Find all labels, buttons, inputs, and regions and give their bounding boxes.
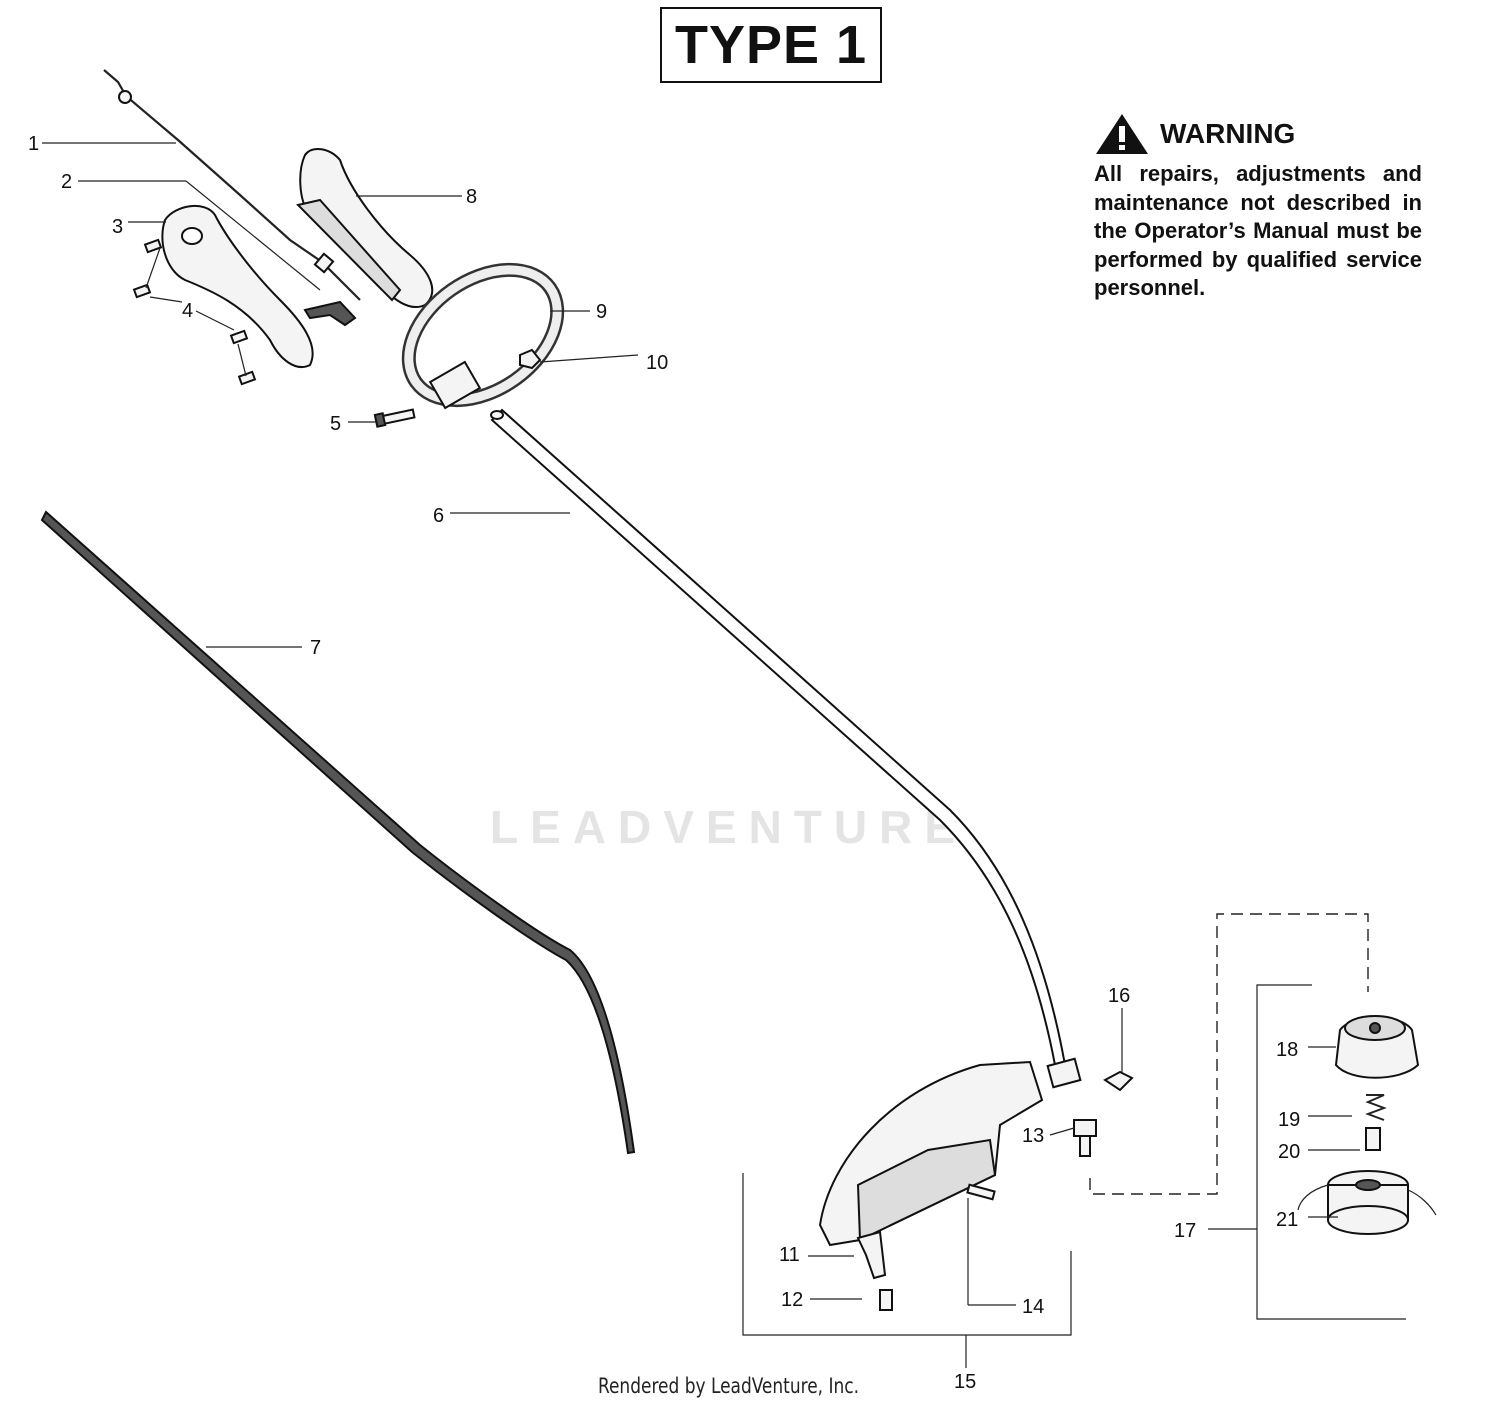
throttle-cable xyxy=(103,69,361,301)
callout-18: 18 xyxy=(1276,1039,1298,1061)
callout-5: 5 xyxy=(330,413,341,435)
callout-3: 3 xyxy=(112,216,123,238)
callout-15: 15 xyxy=(954,1371,976,1393)
callout-11: 11 xyxy=(779,1244,800,1266)
blade-screw xyxy=(879,1289,893,1311)
callout-8: 8 xyxy=(466,186,477,208)
callout-12: 12 xyxy=(781,1289,803,1311)
throttle-trigger xyxy=(303,300,357,327)
warning-header: WARNING xyxy=(1094,112,1422,156)
kit-bracket-15 xyxy=(742,1173,1072,1336)
shield-wing-nut xyxy=(1103,1070,1134,1092)
callout-9: 9 xyxy=(596,301,607,323)
render-credit: Rendered by LeadVenture, Inc. xyxy=(598,1374,859,1398)
callout-13: 13 xyxy=(1022,1125,1044,1147)
callout-2: 2 xyxy=(61,171,72,193)
callout-labels: 1 2 3 4 5 6 7 8 9 10 11 12 13 14 15 16 1… xyxy=(28,133,1300,1393)
leader-lines xyxy=(42,142,1360,1306)
handle-housing xyxy=(161,204,314,368)
wing-nut xyxy=(519,348,542,370)
callout-17: 17 xyxy=(1174,1220,1196,1242)
watermark: LEADVENTURE xyxy=(490,801,968,853)
shield-screw xyxy=(966,1183,996,1201)
handle-bolt xyxy=(373,408,416,428)
callout-10: 10 xyxy=(646,352,668,374)
warning-text: All repairs, adjustments and maintenance… xyxy=(1094,161,1422,300)
handle-cover xyxy=(296,148,434,309)
callout-4: 4 xyxy=(182,300,193,322)
warning-notice: WARNING All repairs, adjustments and mai… xyxy=(1094,112,1422,303)
drive-shaft xyxy=(40,510,636,1155)
callout-20: 20 xyxy=(1278,1141,1300,1163)
warning-triangle-icon xyxy=(1096,114,1148,154)
diagram-title-box: TYPE 1 xyxy=(660,7,882,83)
callout-19: 19 xyxy=(1278,1109,1300,1131)
trimmer-head-housing xyxy=(1334,1015,1420,1079)
kit-bracket-17 xyxy=(1256,984,1406,1320)
callout-21: 21 xyxy=(1276,1209,1298,1231)
grass-shield xyxy=(818,1060,1044,1247)
warning-heading: WARNING xyxy=(1160,118,1296,149)
callout-16: 16 xyxy=(1108,985,1130,1007)
trimmer-spool xyxy=(1297,1170,1437,1235)
spring xyxy=(1365,1094,1387,1121)
line-cutting-blade xyxy=(856,1230,887,1280)
dashed-assembly-link xyxy=(1089,913,1369,1195)
callout-7: 7 xyxy=(310,637,321,659)
callout-6: 6 xyxy=(433,505,444,527)
drive-tube xyxy=(490,408,1097,1157)
callout-14: 14 xyxy=(1022,1296,1044,1318)
loop-handle xyxy=(401,262,565,410)
diagram-title: TYPE 1 xyxy=(674,15,868,75)
callout-1: 1 xyxy=(28,133,39,155)
spool-insert xyxy=(1365,1127,1381,1151)
